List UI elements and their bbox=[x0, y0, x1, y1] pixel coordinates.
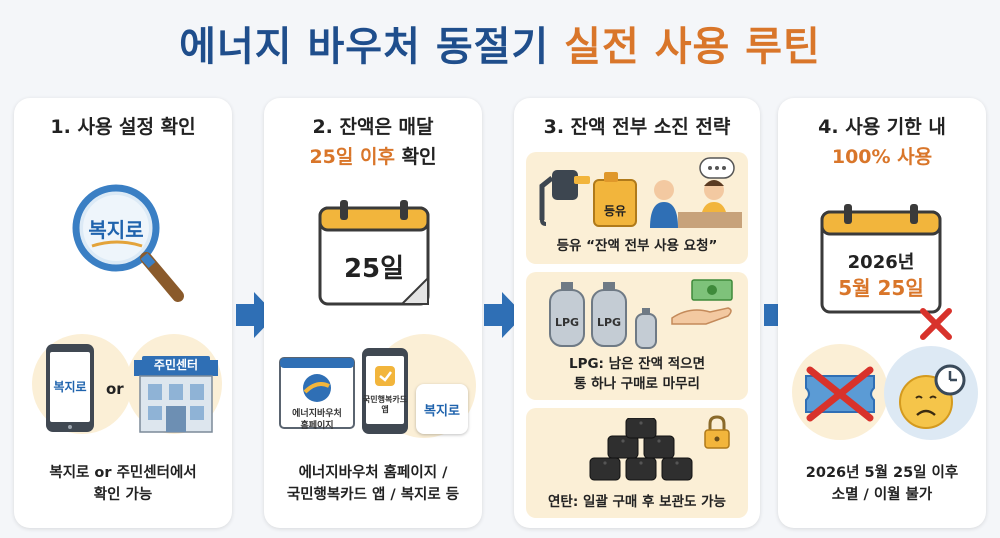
phone-label-line2: 앱 bbox=[381, 405, 389, 414]
browser-label-line1: 에너지바우처 bbox=[292, 409, 342, 419]
smartphone-icon bbox=[362, 348, 408, 434]
browser-window-icon bbox=[279, 357, 355, 429]
briquette-panel: 연탄: 일괄 구매 후 보관도 가능 bbox=[526, 408, 748, 518]
step-3-title: 3. 잔액 전부 소진 전략 bbox=[543, 116, 731, 138]
calendar-icon bbox=[318, 200, 430, 306]
step-4-title: 4. 사용 기한 내 100% 사용 bbox=[778, 112, 986, 172]
cross-mark-icon bbox=[920, 308, 952, 340]
step-4-caption-line2: 소멸 / 이월 불가 bbox=[831, 487, 933, 503]
lpg-caption-line2: 통 하나 구매로 마무리 bbox=[574, 376, 700, 392]
service-counter-icon bbox=[650, 157, 742, 228]
step-4-title-line2: 100% 사용 bbox=[831, 146, 933, 168]
magnifier-label: 복지로 bbox=[88, 218, 144, 242]
smartphone-icon bbox=[46, 344, 94, 432]
calendar-deadline-text: 5월 25일 bbox=[838, 276, 924, 300]
lock-icon bbox=[704, 415, 730, 449]
step-1-title: 1. 사용 설정 확인 bbox=[50, 116, 196, 138]
step-1-caption-line1: 복지로 or 주민센터에서 bbox=[49, 465, 197, 481]
step-card-3: 3. 잔액 전부 소진 전략 등유 등유 “잔액 전부 사용 요청” bbox=[514, 98, 760, 528]
step-2-title-rest: 확인 bbox=[394, 146, 437, 168]
coal-briquette-icon bbox=[589, 418, 693, 481]
calendar-date-text: 25일 bbox=[343, 254, 405, 284]
bokjiro-app-tile bbox=[416, 384, 468, 434]
cylinder-label-1: LPG bbox=[554, 316, 580, 329]
phone-app-label: 복지로 bbox=[53, 380, 87, 394]
step-2-title-line1: 2. 잔액은 매달 bbox=[312, 116, 434, 138]
lpg-caption-line1: LPG: 남은 잔액 적으면 bbox=[568, 356, 706, 372]
arrow-right-icon bbox=[484, 292, 524, 338]
step-2-caption-line2: 국민행복카드 앱 / 복지로 등 bbox=[286, 487, 460, 503]
lpg-panel: LPG LPG LPG: 남은 잔액 적으면 통 하나 구매로 마무리 bbox=[526, 272, 748, 400]
tank-label: 등유 bbox=[603, 204, 627, 218]
sad-face-icon bbox=[899, 364, 966, 429]
bokjiro-app-label: 복지로 bbox=[424, 404, 460, 419]
step-card-4: 4. 사용 기한 내 100% 사용 2026년 5월 25일 2026년 5월… bbox=[778, 98, 986, 528]
step-4-title-line1: 4. 사용 기한 내 bbox=[818, 116, 946, 138]
cylinder-label-2: LPG bbox=[596, 316, 622, 329]
step-2-title-highlight: 25일 이후 bbox=[309, 146, 395, 168]
small-cylinder-icon bbox=[635, 308, 657, 349]
calendar-icon bbox=[820, 204, 942, 314]
kerosene-tank-icon bbox=[593, 172, 637, 227]
swoosh-icon bbox=[91, 240, 143, 248]
step-2-caption-line1: 에너지바우처 홈페이지 / bbox=[298, 465, 448, 481]
step-card-1: 1. 사용 설정 확인 복지로 복지로 or 주민센터 복지로 or 주민센터에… bbox=[14, 98, 232, 528]
or-text: or bbox=[106, 380, 124, 398]
step-2-title-line2: 25일 이후 확인 bbox=[264, 142, 482, 172]
lpg-cylinder-icon bbox=[591, 282, 627, 347]
kerosene-panel: 등유 등유 “잔액 전부 사용 요청” bbox=[526, 152, 748, 264]
title-main: 에너지 바우처 동절기 bbox=[179, 24, 550, 70]
phone-label-line1: 국민행복카드 bbox=[362, 395, 408, 404]
page-title: 에너지 바우처 동절기 실전 사용 루틴 bbox=[0, 14, 1000, 72]
step-2-title: 2. 잔액은 매달 25일 이후 확인 bbox=[264, 112, 482, 172]
title-highlight: 실전 사용 루틴 bbox=[564, 24, 821, 70]
step-1-caption-line2: 확인 가능 bbox=[93, 487, 153, 503]
kerosene-caption: 등유 “잔액 전부 사용 요청” bbox=[556, 238, 718, 254]
browser-label-line2: 홈페이지 bbox=[300, 421, 334, 431]
lpg-cylinder-icon bbox=[549, 282, 585, 347]
calendar-year-text: 2026년 bbox=[847, 252, 915, 273]
step-4-caption-line1: 2026년 5월 25일 이후 bbox=[805, 465, 959, 481]
building-sign: 주민센터 bbox=[142, 356, 210, 373]
fuel-nozzle-icon bbox=[539, 170, 590, 226]
ticket-icon bbox=[805, 366, 875, 422]
cash-hand-icon bbox=[671, 279, 733, 325]
step-card-2: 2. 잔액은 매달 25일 이후 확인 25일 에너지바우처 홈페이지 국민행복… bbox=[264, 98, 482, 528]
briquette-caption: 연탄: 일괄 구매 후 보관도 가능 bbox=[548, 494, 726, 510]
arrow-right-icon bbox=[236, 292, 276, 338]
